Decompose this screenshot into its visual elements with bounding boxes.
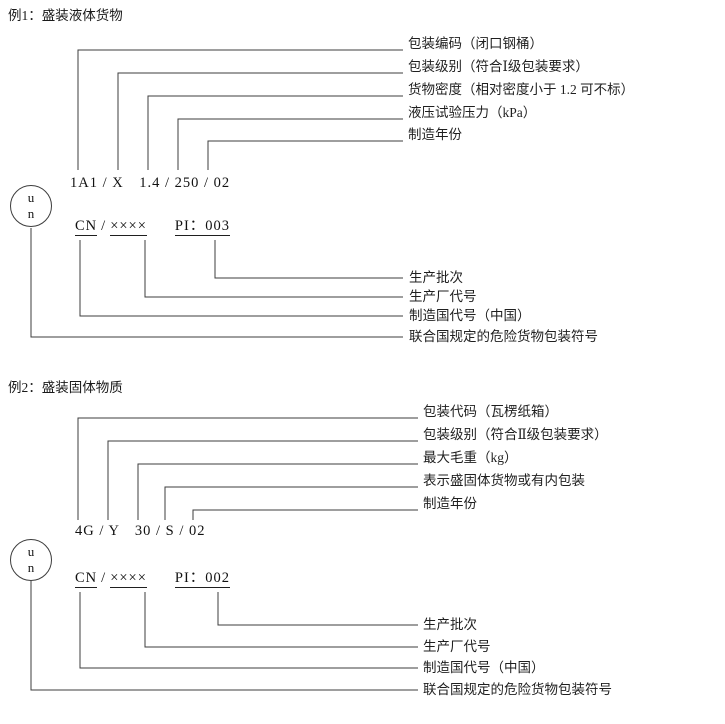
ex2-bottom-leader-lines: [30, 581, 418, 691]
un-symbol-letter-u: u: [27, 189, 35, 205]
leader-line: [147, 95, 403, 170]
ex2-label-un-symbol-desc: 联合国规定的危险货物包装符号: [423, 682, 612, 697]
leader-line: [77, 417, 418, 520]
leader-line: [192, 509, 418, 520]
leader-line: [137, 463, 418, 520]
leader-line: [144, 240, 403, 298]
ex1-un-packaging-symbol: u n: [10, 185, 52, 227]
leader-line: [77, 49, 403, 170]
slash-separator: /: [101, 570, 107, 586]
un-symbol-letter-u: u: [27, 543, 35, 559]
ex2-marking-code: 4G / Y 30 / S / 02: [75, 523, 206, 539]
leader-line: [117, 72, 403, 170]
leader-line: [30, 228, 403, 338]
ex1-marking-code: 1A1 / X 1.4 / 250 / 02: [70, 175, 231, 191]
ex1-label-package-code: 包装编码（闭口钢桶）: [408, 36, 543, 51]
ex1-label-country-code: 制造国代号（中国）: [409, 308, 531, 323]
ex2-label-production-batch: 生产批次: [423, 617, 477, 632]
leader-line: [79, 592, 418, 669]
leader-line: [164, 486, 418, 520]
ex2-label-factory-code: 生产厂代号: [423, 639, 491, 654]
leader-line: [107, 440, 418, 520]
ex1-label-manufacture-year: 制造年份: [408, 127, 462, 142]
example1-title: 例1：盛装液体货物: [8, 8, 123, 23]
ex1-top-leader-lines: [77, 49, 403, 170]
ex2-label-solid-goods: 表示盛固体货物或有内包装: [423, 473, 585, 488]
slash-separator: /: [101, 218, 107, 234]
leader-line: [217, 592, 418, 626]
leader-line: [214, 240, 403, 279]
ex1-country-code: CN: [75, 218, 98, 236]
un-symbol-letter-n: n: [27, 206, 35, 221]
ex2-label-package-code: 包装代码（瓦楞纸箱）: [423, 404, 558, 419]
ex2-batch-number: PI：002: [174, 570, 231, 588]
un-symbol-letter-n: n: [27, 560, 35, 575]
ex1-factory-code: ××××: [110, 218, 147, 236]
ex1-bottom-leader-lines: [30, 228, 403, 338]
ex2-label-max-gross-weight: 最大毛重（kg）: [423, 450, 518, 465]
leader-line: [207, 140, 403, 170]
ex1-label-un-symbol-desc: 联合国规定的危险货物包装符号: [409, 329, 598, 344]
ex1-label-test-pressure: 液压试验压力（kPa）: [408, 105, 537, 120]
ex1-registration-line: CN/×××× PI：003: [75, 217, 231, 236]
ex1-label-production-batch: 生产批次: [409, 270, 463, 285]
ex2-country-code: CN: [75, 570, 98, 588]
ex2-un-packaging-symbol: u n: [10, 539, 52, 581]
leader-line: [79, 240, 403, 317]
example2-title: 例2：盛装固体物质: [8, 380, 123, 395]
ex2-top-leader-lines: [77, 417, 418, 520]
ex2-label-manufacture-year: 制造年份: [423, 496, 477, 511]
ex1-label-factory-code: 生产厂代号: [409, 289, 477, 304]
leader-line: [177, 118, 403, 170]
ex1-label-density: 货物密度（相对密度小于 1.2 可不标）: [408, 82, 635, 97]
ex2-label-package-level: 包装级别（符合Ⅱ级包装要求）: [423, 427, 608, 442]
ex2-label-country-code: 制造国代号（中国）: [423, 660, 545, 675]
leader-line: [144, 592, 418, 648]
ex2-factory-code: ××××: [110, 570, 147, 588]
ex1-batch-number: PI：003: [174, 218, 231, 236]
ex1-label-package-level: 包装级别（符合Ⅰ级包装要求）: [408, 59, 589, 74]
leader-line: [30, 581, 418, 691]
ex2-registration-line: CN/×××× PI：002: [75, 569, 231, 588]
